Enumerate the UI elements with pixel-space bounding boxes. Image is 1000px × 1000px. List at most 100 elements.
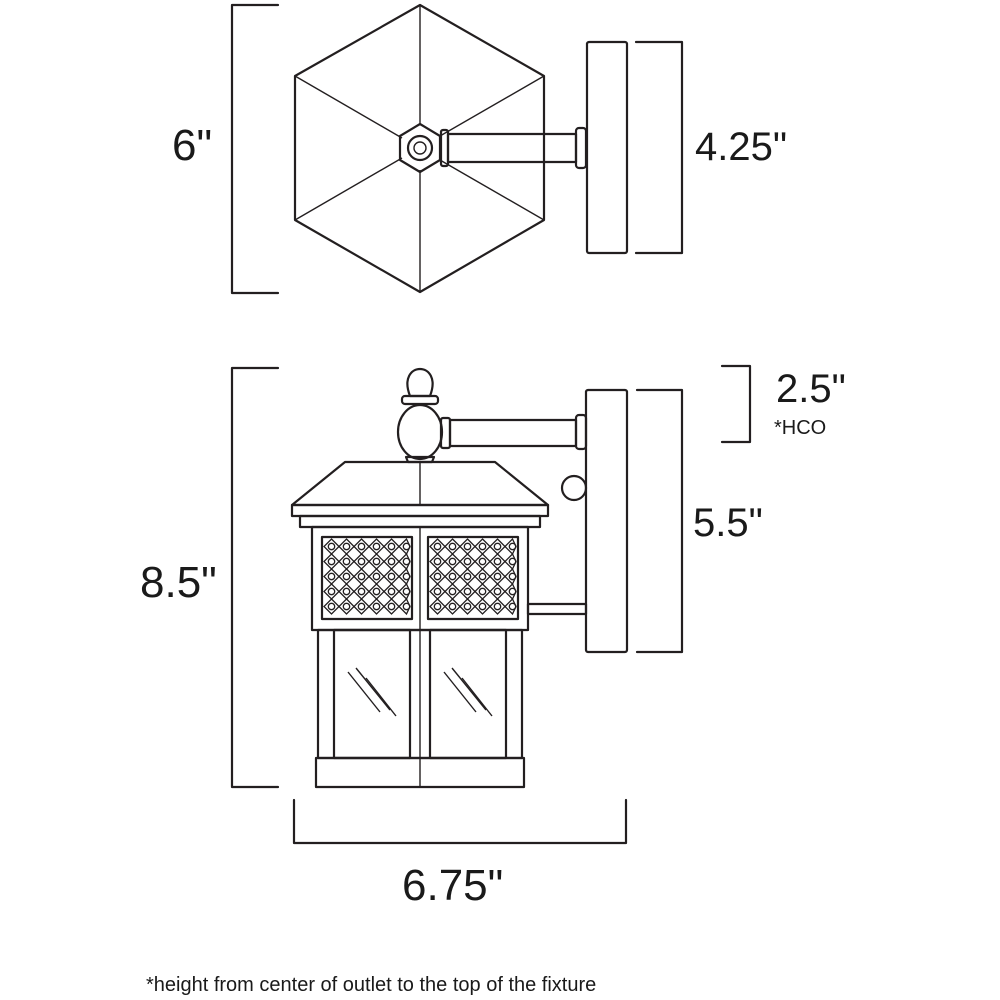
lattice-diamond	[368, 538, 385, 555]
top-depth-dimension-bracket	[230, 3, 280, 295]
lantern-roof	[290, 460, 550, 529]
lattice-ring	[463, 587, 472, 596]
lattice-diamond	[383, 553, 400, 570]
lattice-ring	[342, 542, 351, 551]
lattice-ring	[493, 557, 502, 566]
lattice-diamond	[429, 598, 446, 615]
lattice-ring	[433, 542, 442, 551]
lattice-ring	[478, 572, 487, 581]
lattice-ring	[372, 557, 381, 566]
lattice-diamond	[489, 538, 506, 555]
lattice-ring	[448, 572, 457, 581]
lattice-diamond	[323, 538, 340, 555]
side-height-label: 8.5"	[140, 558, 217, 607]
lattice-diamond	[398, 567, 411, 586]
lattice-ring	[508, 572, 517, 581]
lattice-ring	[493, 587, 502, 596]
lattice-ring	[478, 602, 487, 611]
lattice-ring	[402, 557, 411, 566]
lattice-diamond	[489, 553, 506, 570]
lattice-diamond	[338, 568, 355, 585]
side-backplate	[584, 388, 629, 654]
outlet-knob	[560, 474, 588, 502]
lattice-diamond	[444, 553, 461, 570]
lattice-diamond	[504, 597, 517, 616]
lattice-ring	[433, 572, 442, 581]
lattice-diamond	[398, 552, 411, 571]
lattice-diamond	[368, 598, 385, 615]
lattice-ring	[463, 542, 472, 551]
lattice-ring	[463, 602, 472, 611]
lattice-ring	[387, 602, 396, 611]
lattice-ring	[372, 587, 381, 596]
lattice-ring	[402, 542, 411, 551]
lattice-diamond	[444, 583, 461, 600]
lattice-diamond	[353, 538, 370, 555]
side-lower-arm	[526, 602, 588, 616]
glass-reflection-left	[347, 667, 397, 717]
lattice-ring	[327, 587, 336, 596]
lantern-upper-band	[310, 525, 530, 632]
glass-reflection-right	[443, 667, 493, 717]
lattice-ring	[357, 557, 366, 566]
lattice-ring	[342, 602, 351, 611]
lattice-diamond	[368, 583, 385, 600]
finial	[396, 367, 444, 464]
lattice-ring	[493, 542, 502, 551]
lattice-diamond	[323, 583, 340, 600]
lattice-diamond	[429, 553, 446, 570]
lattice-diamond	[338, 538, 355, 555]
top-view: 6" 4.25"	[172, 3, 787, 295]
lattice-diamond	[489, 598, 506, 615]
side-backplate-label: 5.5"	[693, 501, 763, 545]
lattice-diamond	[474, 598, 491, 615]
lattice-diamond	[444, 568, 461, 585]
lattice-diamond	[489, 568, 506, 585]
lattice-ring	[402, 602, 411, 611]
lattice-ring	[387, 557, 396, 566]
lattice-diamond	[353, 553, 370, 570]
lattice-diamond	[504, 537, 517, 556]
side-view: 8.5"	[140, 364, 846, 910]
lattice-diamond	[459, 598, 476, 615]
lattice-diamond	[474, 583, 491, 600]
lattice-diamond	[353, 568, 370, 585]
lattice-diamond	[504, 582, 517, 601]
lattice-diamond	[383, 598, 400, 615]
lattice-diamond	[444, 598, 461, 615]
side-width-dimension-bracket	[292, 798, 628, 845]
lattice-ring	[357, 542, 366, 551]
hco-label: 2.5"	[776, 367, 846, 411]
lattice-diamond	[353, 598, 370, 615]
top-backplate	[585, 40, 629, 255]
lattice-ring	[508, 602, 517, 611]
lattice-diamond	[459, 553, 476, 570]
lattice-diamond	[383, 568, 400, 585]
lattice-ring	[493, 602, 502, 611]
hexagon-canopy	[293, 3, 546, 294]
lattice-diamond	[429, 568, 446, 585]
lattice-ring	[357, 602, 366, 611]
lattice-ring	[372, 602, 381, 611]
lattice-ring	[433, 602, 442, 611]
top-backplate-dimension-bracket	[634, 40, 684, 255]
lattice-ring	[327, 542, 336, 551]
lattice-diamond	[444, 538, 461, 555]
lattice-ring	[402, 587, 411, 596]
lattice-ring	[387, 542, 396, 551]
lattice-ring	[508, 542, 517, 551]
lattice-diamond	[398, 537, 411, 556]
lattice-diamond	[398, 597, 411, 616]
lattice-diamond	[459, 568, 476, 585]
lattice-ring	[448, 587, 457, 596]
lattice-ring	[478, 557, 487, 566]
side-backplate-dimension-bracket	[635, 388, 684, 654]
lattice-ring	[342, 557, 351, 566]
top-arm	[439, 126, 588, 170]
lattice-diamond	[504, 552, 517, 571]
side-height-dimension-bracket	[230, 366, 280, 789]
lattice-ring	[448, 542, 457, 551]
lattice-ring	[342, 572, 351, 581]
lattice-ring	[508, 557, 517, 566]
